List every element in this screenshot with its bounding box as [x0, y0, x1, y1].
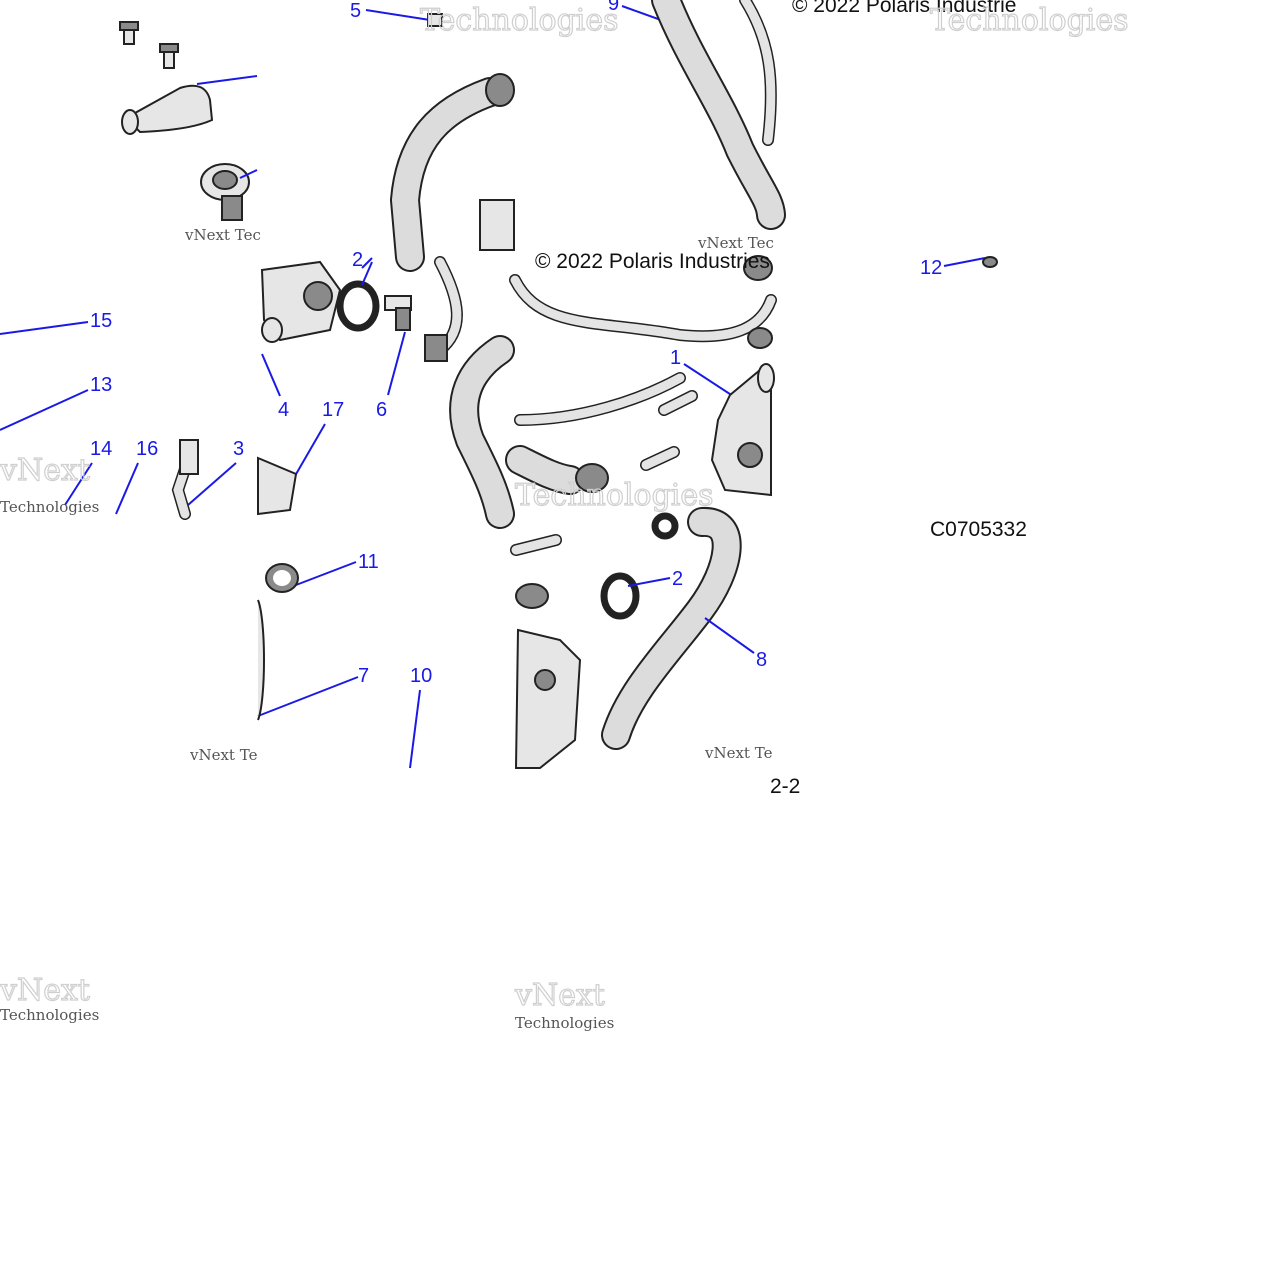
hose-icon [257, 599, 265, 721]
callout-13: 13 [90, 374, 112, 396]
callout-1: 1 [670, 347, 681, 369]
callout-12: 12 [920, 257, 942, 279]
callout-10: 10 [410, 665, 432, 687]
hose-icon [601, 507, 742, 750]
watermark-text: vNext [0, 453, 90, 488]
watermark-text: vNext Te [189, 746, 258, 764]
watermark-text: Technologies [930, 3, 1129, 38]
hose-icon [510, 534, 562, 556]
bolt-icon [658, 390, 698, 416]
watermark-text: Technologies [0, 1006, 99, 1024]
bolt-icon [119, 21, 139, 45]
bolt-icon [640, 446, 680, 471]
hose-clamp-icon [747, 327, 773, 349]
watermark-text: Technologies [515, 1014, 614, 1032]
watermark-text: Technologies [420, 3, 619, 38]
callout-8: 8 [756, 649, 767, 671]
bolt-icon [159, 43, 179, 69]
diagram-code: C0705332 [930, 518, 1027, 541]
fitting-icon [479, 199, 515, 251]
hose-icon [449, 335, 515, 529]
callout-7: 7 [358, 665, 369, 687]
hose-icon [505, 445, 585, 495]
hose-clamp-icon [743, 255, 773, 281]
hose-clamp-icon [485, 73, 515, 107]
callout-16: 16 [136, 438, 158, 460]
callout-2: 2 [672, 568, 683, 590]
copyright-text: © 2022 Polaris Industries [535, 250, 770, 273]
thermostat-icon [200, 163, 250, 221]
tube-icon [514, 372, 686, 426]
hose-icon [390, 77, 505, 272]
thermostat-housing-icon [260, 260, 342, 343]
screw-icon [982, 256, 998, 268]
callout-2: 2 [352, 249, 363, 271]
callout-4: 4 [278, 399, 289, 421]
watermark-text: vNext Tec [184, 226, 261, 244]
hose-clamp-icon [575, 463, 609, 493]
watermark-text: vNext Te [704, 744, 773, 762]
callout-9: 9 [608, 0, 619, 15]
elbow-fitting-icon [257, 456, 298, 516]
watermark-text: Technologies [0, 498, 99, 516]
tube-icon [509, 274, 777, 343]
temperature-sensor-icon [384, 295, 412, 331]
hose-icon [424, 256, 463, 362]
callout-5: 5 [350, 0, 361, 22]
watermark-text: vNext [514, 978, 605, 1013]
page-marker: 2-2 [770, 775, 800, 798]
callout-3: 3 [233, 438, 244, 460]
o-ring-icon [651, 512, 679, 540]
callout-6: 6 [376, 399, 387, 421]
screw-icon [427, 13, 443, 27]
callout-11: 11 [358, 551, 379, 573]
thermostat-cover-icon [121, 84, 214, 135]
hose-icon [651, 0, 786, 230]
hose-clamp-icon [515, 583, 549, 609]
o-ring-icon [600, 572, 640, 620]
callout-15: 15 [90, 310, 112, 332]
watermark-text: vNext [0, 973, 90, 1008]
callout-14: 14 [90, 438, 112, 460]
watermark-text: Technologies [515, 478, 714, 513]
watermark-text: vNext Tec [697, 234, 774, 252]
water-pump-icon [710, 363, 775, 497]
o-ring-icon [336, 280, 380, 332]
callout-17: 17 [322, 399, 344, 421]
hose-icon [171, 439, 199, 520]
water-pump-icon [514, 628, 582, 769]
copyright-text: © 2022 Polaris Industrie [792, 0, 1016, 17]
hose-clamp-icon [265, 563, 299, 593]
